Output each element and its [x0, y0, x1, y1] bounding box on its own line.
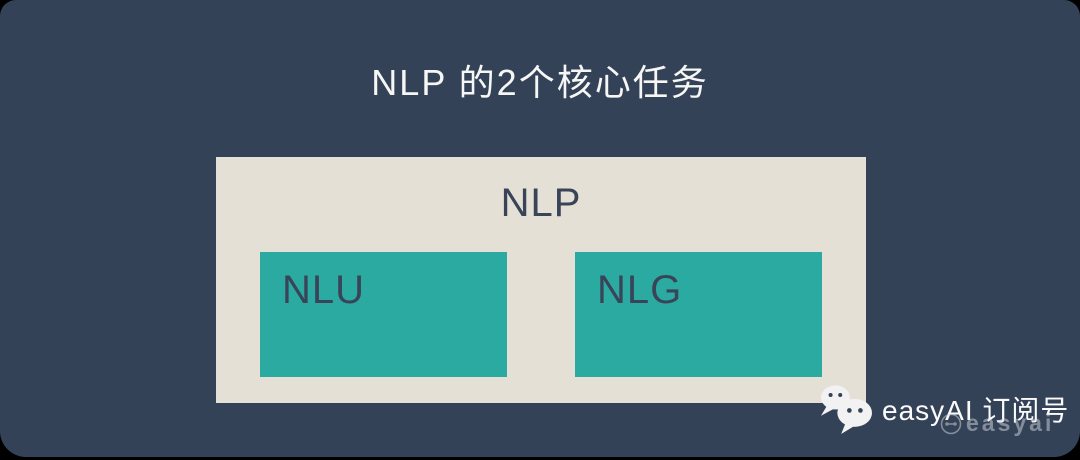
- nlu-label: NLU: [282, 268, 366, 312]
- page-title: NLP 的2个核心任务: [371, 62, 709, 103]
- watermark-label: easyai: [966, 410, 1055, 436]
- brand-name-label: easyAI 订阅号: [882, 395, 1070, 426]
- nlp-children-row: NLU NLG: [260, 252, 822, 377]
- robot-face-icon: [940, 413, 962, 435]
- wechat-icon: [818, 383, 874, 435]
- nlg-label: NLG: [597, 268, 683, 312]
- brand-footer: easyAI 订阅号: [818, 383, 1069, 435]
- nlu-box: NLU: [260, 252, 507, 377]
- nlp-container-box: NLP NLU NLG: [216, 157, 866, 403]
- nlg-box: NLG: [575, 252, 822, 377]
- easyai-watermark: easyai: [940, 410, 1054, 437]
- nlp-container-label: NLP: [500, 181, 582, 225]
